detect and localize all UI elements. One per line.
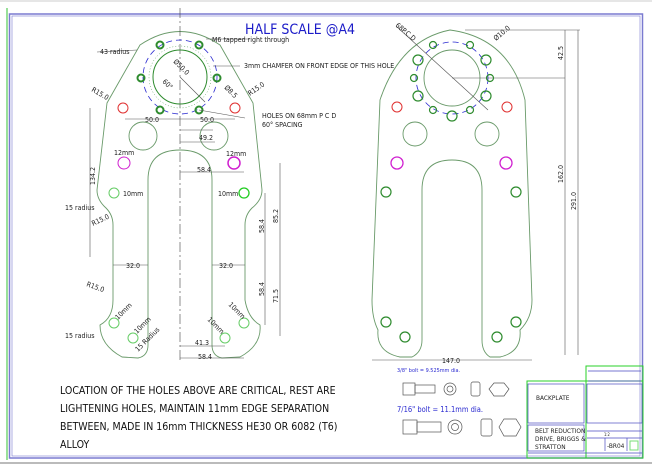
chamfer-ring — [148, 45, 212, 109]
pcd-leader — [395, 25, 489, 111]
right-magenta-right — [499, 156, 513, 170]
right-magenta-left — [390, 156, 404, 170]
right-lightening-right — [474, 121, 500, 147]
label-42-5: 42.5 — [557, 46, 565, 60]
label-12mm-left: 12mm — [114, 149, 134, 157]
title-block-border — [526, 380, 644, 459]
bolt-hole — [155, 105, 165, 115]
nut-hex-large — [498, 418, 522, 437]
label-15-radius-lower: 15 radius — [65, 332, 94, 340]
notes: LOCATION OF THE HOLES ABOVE ARE CRITICAL… — [60, 385, 337, 451]
label-58-4-v1: 58.4 — [258, 219, 266, 233]
part-name: BACKPLATE — [536, 394, 570, 402]
green-hole-bl2 — [127, 332, 139, 344]
label-chamfer: 3mm CHAMFER ON FRONT EDGE OF THIS HOLE — [244, 62, 394, 70]
drawing-inner-frame — [11, 15, 641, 457]
label-60-spacing: 60° SPACING — [262, 121, 303, 129]
lightening-hole-right — [199, 121, 229, 151]
sheet-size-mark — [629, 440, 639, 451]
bolt-hole — [155, 40, 165, 50]
red-hole-left — [117, 102, 129, 114]
label-58-4-bottom: 58.4 — [198, 353, 212, 361]
washer-small — [443, 382, 457, 396]
red-hole-right — [229, 102, 241, 114]
m6-bolt-holes — [136, 40, 222, 115]
bolt-hole — [194, 105, 204, 115]
label-43-radius: 43 radius — [100, 48, 129, 56]
label-32-right: 32.0 — [219, 262, 233, 270]
note-line-3: BETWEEN, MADE IN 16mm THICKNESS HE30 OR … — [60, 421, 337, 433]
label-58-4-v2: 58.4 — [258, 282, 266, 296]
assembly-line-3: STRATTON — [535, 443, 566, 451]
label-15-radius-upper: 15 radius — [65, 204, 94, 212]
drawing-number: -BR04 — [607, 442, 625, 450]
label-291: 291.0 — [570, 192, 578, 210]
right-red-hole-left — [391, 101, 403, 113]
lightening-hole-left — [128, 121, 158, 151]
assembly-line-1: BELT REDUCTION — [535, 427, 585, 435]
bolt-hole — [136, 73, 146, 83]
left-plate-outline — [96, 31, 263, 359]
label-10mm-left: 10mm — [123, 190, 143, 198]
washer-large — [447, 419, 463, 435]
green-hole-bl1 — [108, 317, 120, 329]
label-50-left: 50.0 — [145, 116, 159, 124]
scale-value: 1:2 — [604, 432, 610, 437]
label-147: 147.0 — [442, 357, 460, 365]
label-58-4-top: 58.4 — [197, 166, 211, 174]
magenta-hole-right — [227, 156, 241, 170]
nut-side-large — [480, 418, 493, 437]
bolt-details: 3/8" bolt = 9.525mm dia. 7/16" bolt = 11… — [397, 368, 522, 437]
note-line-4: ALLOY — [60, 439, 89, 451]
pcd-circle — [142, 39, 218, 115]
green-hole-br2 — [219, 332, 231, 344]
bolt-hole — [194, 40, 204, 50]
green-hole-right — [238, 187, 250, 199]
label-49-2: 49.2 — [199, 134, 213, 142]
drawing-frame — [8, 13, 644, 459]
label-71-5: 71.5 — [272, 289, 280, 303]
green-hole-left — [108, 187, 120, 199]
label-41-3: 41.3 — [195, 339, 209, 347]
right-view: 68P.C.D Ø10.0 42.5 162.0 291.0 147.0 — [371, 21, 580, 365]
label-162: 162.0 — [557, 165, 565, 183]
bolt-shank-small — [414, 384, 436, 394]
right-holes — [380, 40, 522, 343]
center-bore — [152, 49, 208, 105]
label-85-2: 85.2 — [272, 209, 280, 223]
note-line-1: LOCATION OF THE HOLES ABOVE ARE CRITICAL… — [60, 385, 336, 397]
magenta-hole-left — [117, 156, 131, 170]
label-bolt-3-8: 3/8" bolt = 9.525mm dia. — [397, 368, 461, 374]
label-10mm-right: 10mm — [218, 190, 238, 198]
nut-hex-small — [488, 382, 510, 397]
label-32-left: 32.0 — [126, 262, 140, 270]
label-m6-tapped: M6 tapped right through — [212, 36, 289, 44]
note-line-2: LIGHTENING HOLES, MAINTAIN 11mm EDGE SEP… — [60, 403, 329, 415]
bolt-shank-large — [416, 421, 442, 433]
assembly-line-2: DRIVE, BRIGGS & — [535, 435, 586, 443]
right-red-hole-right — [501, 101, 513, 113]
label-134-2: 134.2 — [89, 167, 97, 185]
nut-side-small — [470, 381, 481, 397]
label-bolt-7-16: 7/16" bolt = 11.1mm dia. — [397, 405, 483, 414]
label-12mm-right: 12mm — [226, 150, 246, 158]
label-50-right: 50.0 — [200, 116, 214, 124]
right-lightening-left — [402, 121, 428, 147]
label-holes-pcd: HOLES ON 68mm P C D — [262, 112, 336, 120]
drawing-title: HALF SCALE @A4 — [245, 22, 355, 38]
right-plate-outline — [371, 29, 533, 358]
green-hole-br1 — [238, 317, 250, 329]
bolt-hole — [212, 73, 222, 83]
left-dimension-lines — [89, 38, 281, 359]
title-block: BACKPLATE BELT REDUCTION DRIVE, BRIGGS &… — [526, 365, 644, 459]
